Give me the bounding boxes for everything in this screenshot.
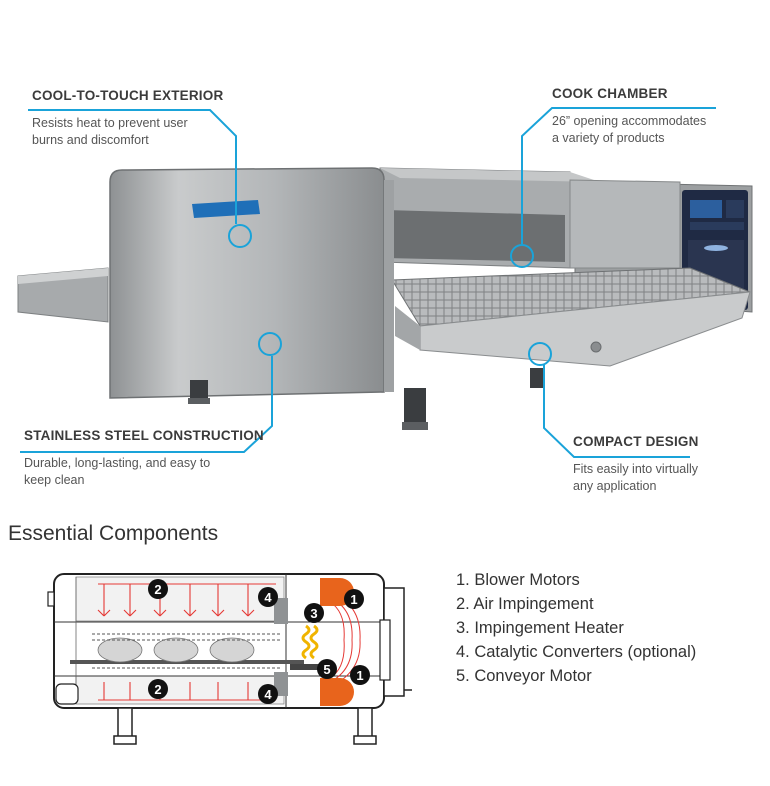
callout-marker-compact bbox=[528, 342, 552, 366]
component-item: 4. Catalytic Converters (optional) bbox=[456, 643, 697, 661]
marker-5: 5 bbox=[317, 659, 337, 679]
callout-desc-line: Resists heat to prevent user bbox=[32, 116, 188, 130]
callout-cook-chamber: COOK CHAMBER 26” opening accommodates a … bbox=[552, 86, 706, 147]
component-item: 3. Impingement Heater bbox=[456, 619, 624, 637]
catalytic-converter bbox=[274, 598, 288, 624]
blower-motor bbox=[320, 678, 354, 706]
oven-illustration bbox=[17, 107, 753, 458]
oven-leg bbox=[530, 368, 544, 388]
callout-cool-touch: COOL-TO-TOUCH EXTERIOR Resists heat to p… bbox=[32, 88, 223, 149]
callout-desc: Durable, long-lasting, and easy to keep … bbox=[24, 455, 264, 489]
oven-front-body bbox=[109, 167, 385, 399]
marker-4-bottom: 4 bbox=[258, 684, 278, 704]
callout-marker-stainless bbox=[258, 332, 282, 356]
callout-compact: COMPACT DESIGN Fits easily into virtuall… bbox=[573, 434, 699, 495]
oven-leg bbox=[190, 380, 208, 400]
callout-title: COOK CHAMBER bbox=[552, 86, 668, 101]
blower-motor bbox=[320, 578, 354, 606]
callout-desc: 26” opening accommodates a variety of pr… bbox=[552, 113, 706, 147]
svg-text:4: 4 bbox=[264, 590, 272, 605]
marker-4-top: 4 bbox=[258, 587, 278, 607]
callout-title: STAINLESS STEEL CONSTRUCTION bbox=[24, 428, 264, 443]
component-item: 1. Blower Motors bbox=[456, 571, 580, 589]
callout-line-stainless bbox=[20, 356, 273, 453]
conveyor-motor bbox=[290, 664, 320, 670]
callout-title: COOL-TO-TOUCH EXTERIOR bbox=[32, 88, 224, 103]
components-list: 1. Blower Motors 2. Air Impingement 3. I… bbox=[456, 568, 696, 688]
svg-text:3: 3 bbox=[310, 606, 317, 621]
callout-line-compact bbox=[543, 364, 690, 458]
svg-text:2: 2 bbox=[154, 582, 161, 597]
airflow-top bbox=[97, 583, 276, 617]
callout-line-cook-chamber bbox=[521, 107, 716, 244]
section-title: Essential Components bbox=[8, 522, 219, 545]
component-item: 2. Air Impingement bbox=[456, 595, 594, 613]
marker-1-bottom: 1 bbox=[350, 665, 370, 685]
callout-desc-line: Durable, long-lasting, and easy to bbox=[24, 456, 211, 470]
svg-text:1: 1 bbox=[350, 592, 357, 607]
marker-3: 3 bbox=[304, 603, 324, 623]
callout-desc-line: 26” opening accommodates bbox=[552, 114, 707, 128]
brand-logo bbox=[192, 200, 260, 218]
svg-text:1: 1 bbox=[356, 668, 363, 683]
callout-desc-line: burns and discomfort bbox=[32, 133, 149, 147]
callout-desc: Resists heat to prevent user burns and d… bbox=[32, 115, 223, 149]
pizza-shape bbox=[97, 637, 143, 663]
callout-marker-cool-touch bbox=[228, 224, 252, 248]
cook-chamber-opening bbox=[385, 210, 565, 262]
callout-stainless: STAINLESS STEEL CONSTRUCTION Durable, lo… bbox=[24, 428, 264, 489]
airflow-bottom bbox=[98, 682, 276, 701]
marker-1-top: 1 bbox=[344, 589, 364, 609]
svg-text:5: 5 bbox=[323, 662, 330, 677]
svg-text:4: 4 bbox=[264, 687, 272, 702]
catalytic-converter bbox=[274, 672, 288, 696]
pizza-shape bbox=[209, 637, 255, 663]
callout-desc-line: Fits easily into virtually bbox=[573, 462, 699, 476]
callout-desc: Fits easily into virtually any applicati… bbox=[573, 461, 699, 495]
callout-desc-line: keep clean bbox=[24, 473, 85, 487]
impingement-heater bbox=[301, 624, 311, 660]
marker-2-top: 2 bbox=[148, 579, 168, 599]
callout-desc-line: a variety of products bbox=[552, 131, 665, 145]
pizza-shape bbox=[153, 637, 199, 663]
component-item: 5. Conveyor Motor bbox=[456, 667, 592, 685]
svg-text:2: 2 bbox=[154, 682, 161, 697]
marker-2-bottom: 2 bbox=[148, 679, 168, 699]
oven-leg bbox=[404, 388, 426, 424]
schematic-conveyor bbox=[70, 660, 304, 664]
display-screen bbox=[690, 200, 722, 218]
callout-title: COMPACT DESIGN bbox=[573, 434, 699, 449]
callout-marker-cook-chamber bbox=[510, 244, 534, 268]
schematic-body bbox=[53, 573, 385, 709]
callout-desc-line: any application bbox=[573, 479, 657, 493]
callout-line-cool-touch bbox=[28, 109, 237, 224]
